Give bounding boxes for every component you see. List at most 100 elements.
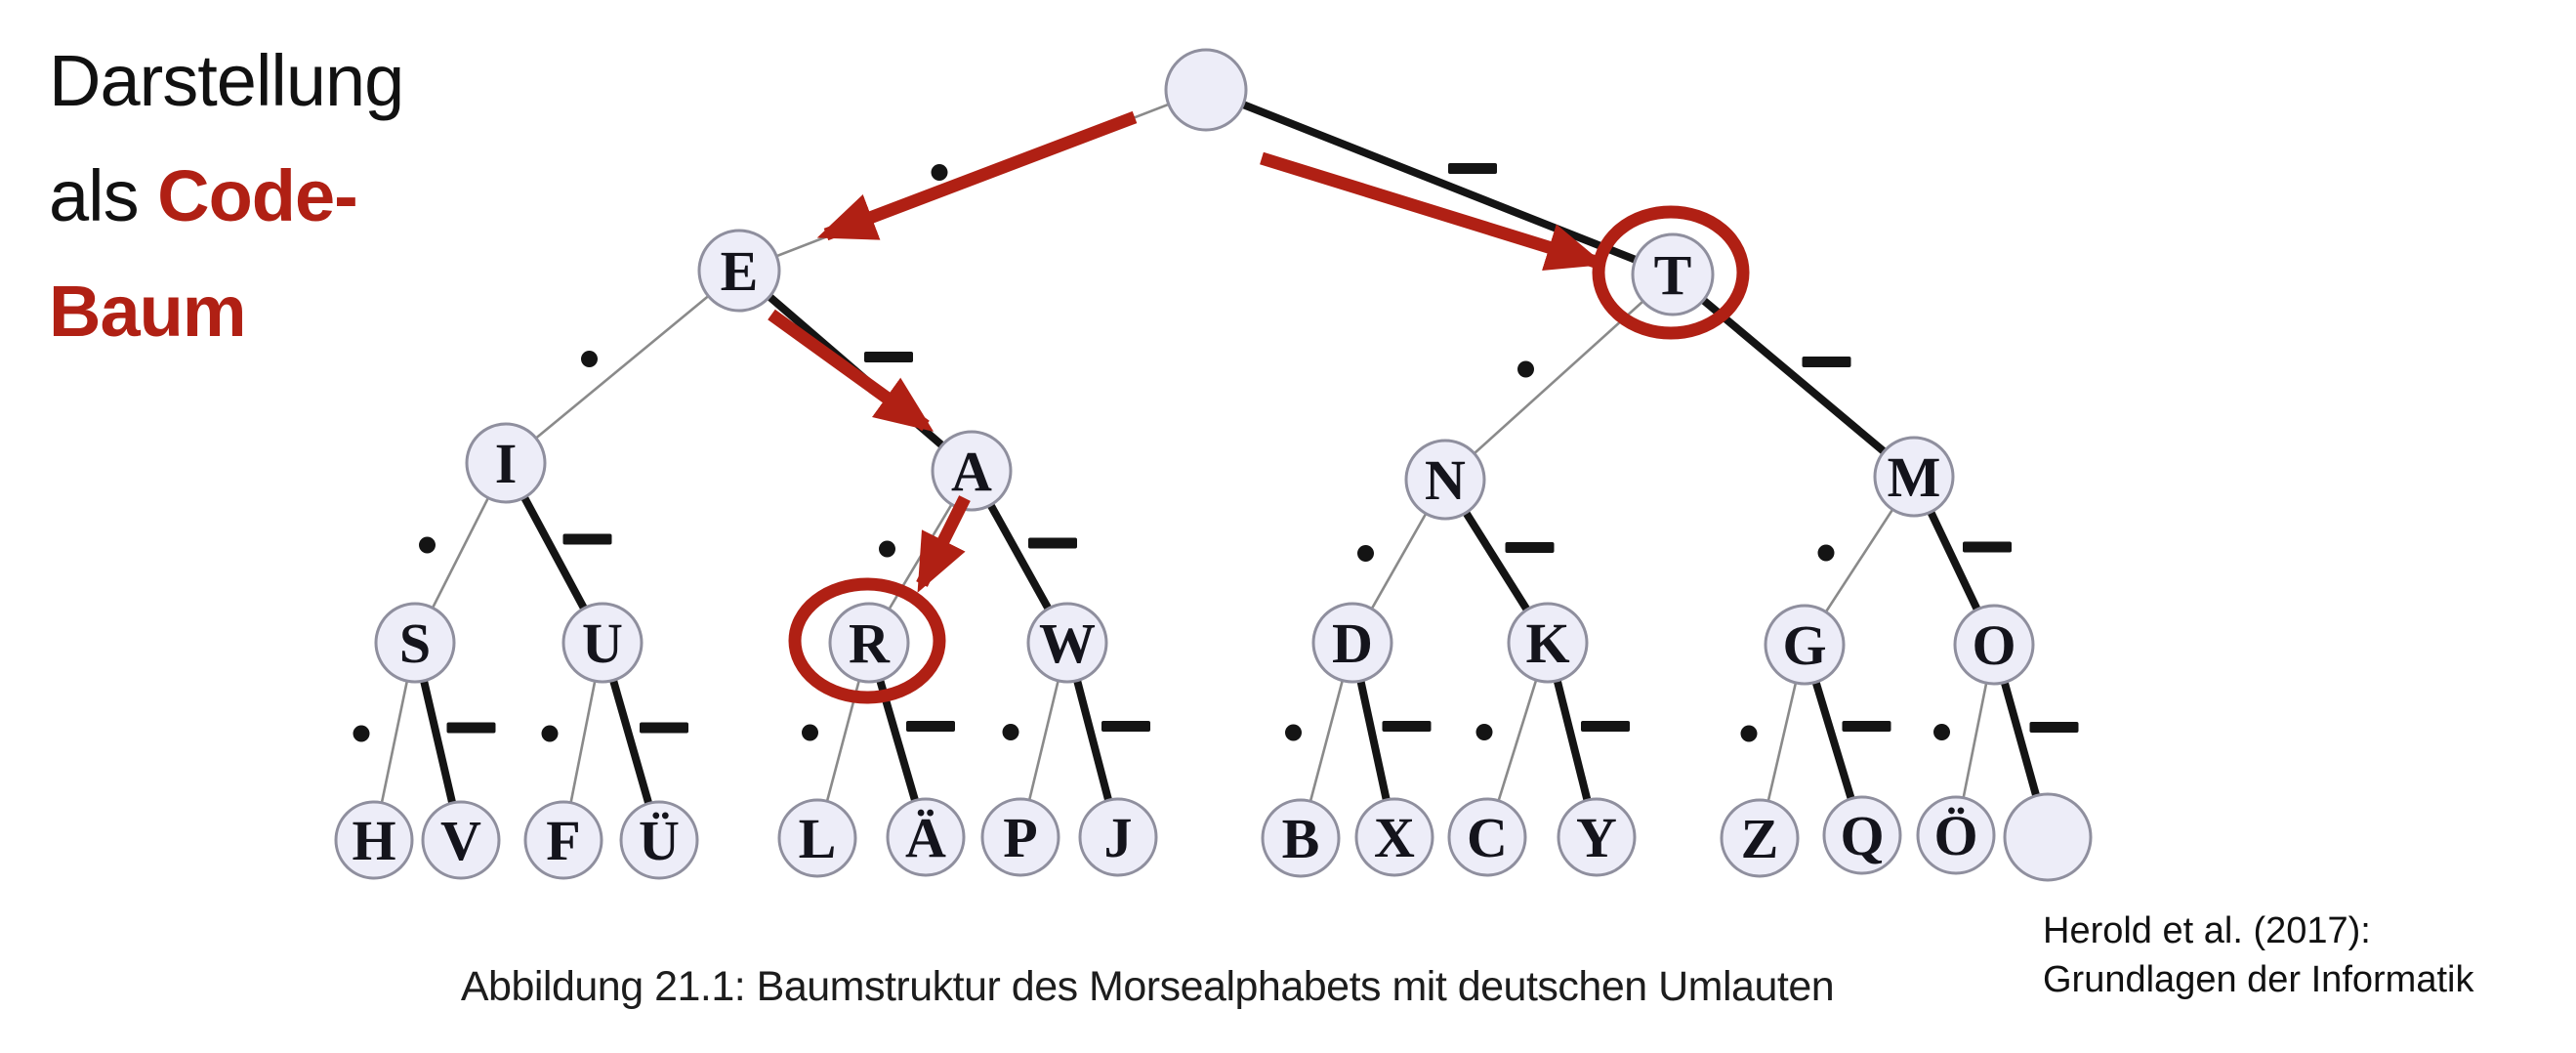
source-line-1: Herold et al. (2017): (2043, 910, 2371, 951)
node-label-W: W (1039, 611, 1096, 675)
node-label-I: I (495, 432, 518, 495)
red-arrow-2 (1260, 151, 1605, 272)
dot-symbol-K-C (1475, 724, 1493, 740)
node-label-G: G (1782, 613, 1826, 677)
dash-symbol-S-V (446, 722, 496, 734)
title-text-black-1: Darstellung (49, 40, 404, 121)
highlight-circle-T (1592, 205, 1750, 340)
tree-edges (372, 86, 2052, 842)
node-label-O: O (1972, 613, 2015, 677)
highlight-circle-R (788, 577, 946, 704)
dash-symbol-I-U (562, 533, 612, 545)
node-label-S: S (399, 611, 431, 675)
title-line-1: Darstellung (49, 23, 404, 139)
title-text-black-2: als (49, 155, 158, 236)
node-A (931, 430, 1013, 512)
node-K (1507, 602, 1589, 684)
dash-symbol-E-A (864, 352, 913, 362)
node-blank (2003, 792, 2093, 882)
dash-symbol-W-J (1101, 721, 1150, 732)
node-UE (619, 800, 699, 880)
dash-symbol-D-X (1382, 721, 1432, 732)
edge-symbols (353, 163, 2079, 742)
node-X (1354, 797, 1434, 877)
dot-symbol-W-P (1002, 724, 1019, 740)
node-S (374, 602, 456, 684)
node-label-Z: Z (1741, 807, 1779, 870)
dot-symbol-E-I (581, 351, 598, 367)
node-L (777, 798, 857, 878)
node-P (980, 797, 1060, 877)
red-arrow-3 (768, 309, 935, 432)
dash-symbol-K-Y (1581, 721, 1630, 732)
dash-symbol-G-Q (1842, 721, 1891, 732)
dot-symbol-I-S (419, 536, 436, 554)
node-label-A: A (951, 440, 992, 503)
node-W (1026, 602, 1108, 684)
source-reference: Herold et al. (2017): Grundlagen der Inf… (2043, 906, 2473, 1004)
dot-symbol-S-H (353, 725, 370, 742)
node-T (1631, 232, 1715, 316)
node-label-AE: Ä (905, 806, 946, 869)
node-B (1261, 798, 1341, 878)
dash-symbol-O-blank (2029, 722, 2079, 733)
dot-symbol-G-Z (1740, 725, 1758, 742)
figure-caption: Abbildung 21.1: Baumstruktur des Morseal… (460, 963, 1835, 1010)
dot-symbol-N-D (1357, 545, 1374, 562)
node-H (334, 800, 414, 880)
node-label-P: P (1003, 806, 1037, 869)
node-label-D: D (1332, 611, 1373, 675)
node-label-L: L (799, 807, 837, 870)
node-label-J: J (1104, 806, 1133, 869)
red-arrow-4 (916, 495, 971, 593)
dash-symbol-A-W (1028, 537, 1077, 549)
node-label-U: U (582, 611, 623, 675)
title-text-red-2: Baum (49, 271, 247, 352)
dot-symbol-root-E (931, 164, 948, 181)
node-label-OE: Ö (1933, 804, 1977, 867)
node-Q (1822, 795, 1902, 875)
dot-symbol-A-R (879, 540, 895, 558)
dot-symbol-O-OE (1933, 724, 1950, 740)
node-U (561, 602, 644, 684)
source-line-2: Grundlagen der Informatik (2043, 959, 2474, 1000)
dot-symbol-U-F (541, 725, 559, 742)
slide-title: Darstellung als Code- Baum (49, 23, 404, 369)
node-C (1447, 797, 1527, 877)
node-label-Y: Y (1576, 806, 1617, 869)
node-O (1953, 604, 2035, 686)
dot-symbol-M-G (1817, 544, 1835, 562)
dash-symbol-N-K (1505, 542, 1555, 553)
title-text-red-1: Code- (157, 155, 358, 236)
edge-E-I-dot (505, 269, 740, 465)
node-V (421, 800, 501, 880)
dot-symbol-D-B (1285, 724, 1302, 741)
node-J (1078, 797, 1158, 877)
node-label-V: V (440, 809, 481, 872)
node-label-E: E (721, 239, 759, 303)
edge-T-N-dot (1444, 274, 1674, 481)
red-arrow-1 (816, 110, 1138, 241)
node-D (1311, 602, 1393, 684)
node-label-B: B (1282, 807, 1320, 870)
node-label-T: T (1654, 243, 1692, 307)
highlight-circles (788, 205, 1750, 704)
node-N (1404, 439, 1486, 521)
title-line-2: als Code- (49, 139, 403, 254)
node-label-K: K (1525, 611, 1569, 675)
dot-symbol-T-N (1517, 360, 1534, 378)
title-line-3: Baum (49, 254, 403, 369)
node-label-N: N (1425, 448, 1466, 512)
node-label-R: R (849, 611, 891, 675)
node-label-C: C (1467, 806, 1508, 869)
node-label-M: M (1888, 445, 1941, 509)
dash-symbol-R-AE (906, 721, 955, 732)
node-Z (1720, 798, 1800, 878)
dash-symbol-T-M (1802, 357, 1851, 367)
node-G (1764, 604, 1846, 686)
node-Y (1557, 797, 1637, 877)
node-R (828, 602, 910, 684)
node-label-UE: Ü (639, 809, 680, 872)
